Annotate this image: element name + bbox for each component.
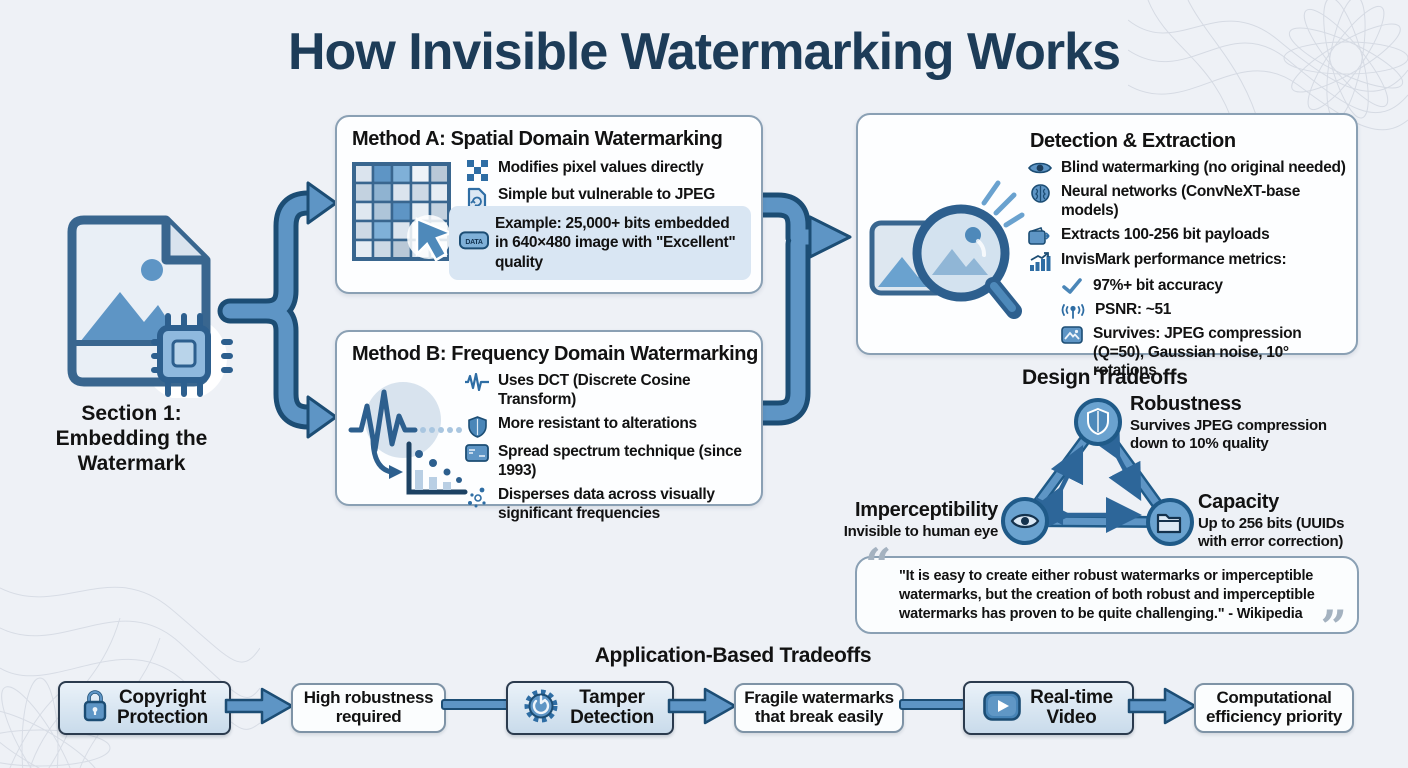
signal-icon bbox=[1060, 302, 1086, 320]
example-label: Example: bbox=[495, 214, 562, 232]
play-icon bbox=[982, 690, 1021, 726]
data-chip-icon: DATA bbox=[459, 229, 489, 256]
method-a-panel: Method A: Spatial Domain Watermarking Mo… bbox=[335, 115, 763, 294]
page-title: How Invisible Watermarking Works bbox=[288, 23, 1121, 81]
flow-arrow-icon bbox=[667, 687, 737, 725]
detection-bullet: Neural networks (ConvNeXT-base models) bbox=[1028, 183, 1346, 221]
detection-metric: 97%+ bit accuracy bbox=[1060, 277, 1346, 296]
svg-text:DATA: DATA bbox=[465, 239, 482, 246]
file-sync-icon bbox=[465, 187, 489, 211]
method-b-bullet: Spread spectrum technique (since 1993) bbox=[465, 443, 757, 481]
detection-metric: PSNR: ~51 bbox=[1060, 301, 1346, 320]
watermarked-image-document-icon bbox=[67, 215, 233, 398]
req-box-efficiency: Computational efficiency priority bbox=[1194, 683, 1354, 733]
detection-title: Detection & Extraction bbox=[1030, 130, 1236, 152]
flow-connector-line bbox=[441, 699, 509, 710]
robustness-label: Robustness Survives JPEG compression dow… bbox=[1130, 393, 1327, 453]
method-b-bullet: Uses DCT (Discrete Cosine Transform) bbox=[465, 372, 757, 410]
method-b-title: Method B: Frequency Domain Watermarking bbox=[352, 343, 758, 365]
method-b-bullet: More resistant to alterations bbox=[465, 415, 757, 438]
capacity-label: Capacity Up to 256 bits (UUIDs with erro… bbox=[1198, 491, 1345, 551]
close-quote-icon: ” bbox=[1320, 600, 1347, 654]
detection-bullet: InvisMark performance metrics: bbox=[1028, 251, 1346, 272]
image-icon bbox=[1060, 325, 1084, 344]
req-box-fragile: Fragile watermarks that break easily bbox=[734, 683, 904, 733]
method-a-bullet: Modifies pixel values directly bbox=[465, 159, 753, 181]
pixel-grid-cursor-icon bbox=[352, 162, 455, 262]
shield-icon bbox=[465, 415, 489, 438]
check-icon bbox=[1060, 277, 1084, 294]
guilloche-pattern-bottom-left bbox=[0, 586, 260, 768]
frequency-transform-icon bbox=[348, 382, 468, 495]
detection-bullet: Blind watermarking (no original needed) bbox=[1028, 159, 1346, 178]
detection-metric: Survives: JPEG compression (Q=50), Gauss… bbox=[1060, 325, 1346, 382]
design-tradeoffs-title: Design Tradeoffs bbox=[1022, 366, 1188, 389]
scatter-icon bbox=[465, 487, 489, 509]
metrics-chart-icon bbox=[1028, 251, 1052, 272]
detection-panel: Detection & Extraction Blind watermarkin… bbox=[856, 113, 1358, 379]
req-box-robustness: High robustness required bbox=[291, 683, 446, 733]
flow-arrow-icon bbox=[224, 687, 294, 725]
open-quote-icon: “ bbox=[865, 538, 892, 592]
quote-text: "It is easy to create either robust wate… bbox=[899, 568, 1315, 622]
quote-box: “ "It is easy to create either robust wa… bbox=[855, 542, 1359, 650]
brain-icon bbox=[1028, 184, 1052, 204]
applications-title: Application-Based Tradeoffs bbox=[594, 644, 872, 667]
method-a-example: DATA Example: 25,000+ bits embedded in 6… bbox=[449, 205, 751, 280]
method-b-bullet: Disperses data across visually significa… bbox=[465, 486, 757, 524]
flow-connector-line bbox=[899, 699, 965, 710]
magnifier-image-icon bbox=[869, 180, 1025, 319]
detection-bullet: Extracts 100-256 bit payloads bbox=[1028, 226, 1346, 246]
wallet-icon bbox=[1028, 226, 1052, 246]
section-1-label: Section 1: Embedding the Watermark bbox=[55, 402, 208, 475]
imperceptibility-label: Imperceptibility Invisible to human eye bbox=[843, 499, 999, 541]
app-box-copyright: Copyright Protection bbox=[58, 681, 231, 735]
pixels-icon bbox=[465, 160, 489, 181]
spectrum-icon bbox=[465, 443, 489, 462]
lock-icon bbox=[81, 689, 109, 728]
eye-icon bbox=[1028, 160, 1052, 176]
tamper-gear-icon bbox=[523, 688, 559, 729]
waveform-icon bbox=[465, 373, 489, 391]
flow-arrow-icon bbox=[1127, 687, 1197, 725]
method-a-title: Method A: Spatial Domain Watermarking bbox=[352, 128, 723, 150]
app-box-realtime: Real-time Video bbox=[963, 681, 1134, 735]
example-text: 25,000+ bits embedded in 640×480 image w… bbox=[495, 214, 736, 271]
app-box-tamper: Tamper Detection bbox=[506, 681, 674, 735]
method-b-panel: Method B: Frequency Domain Watermarking … bbox=[335, 330, 763, 522]
